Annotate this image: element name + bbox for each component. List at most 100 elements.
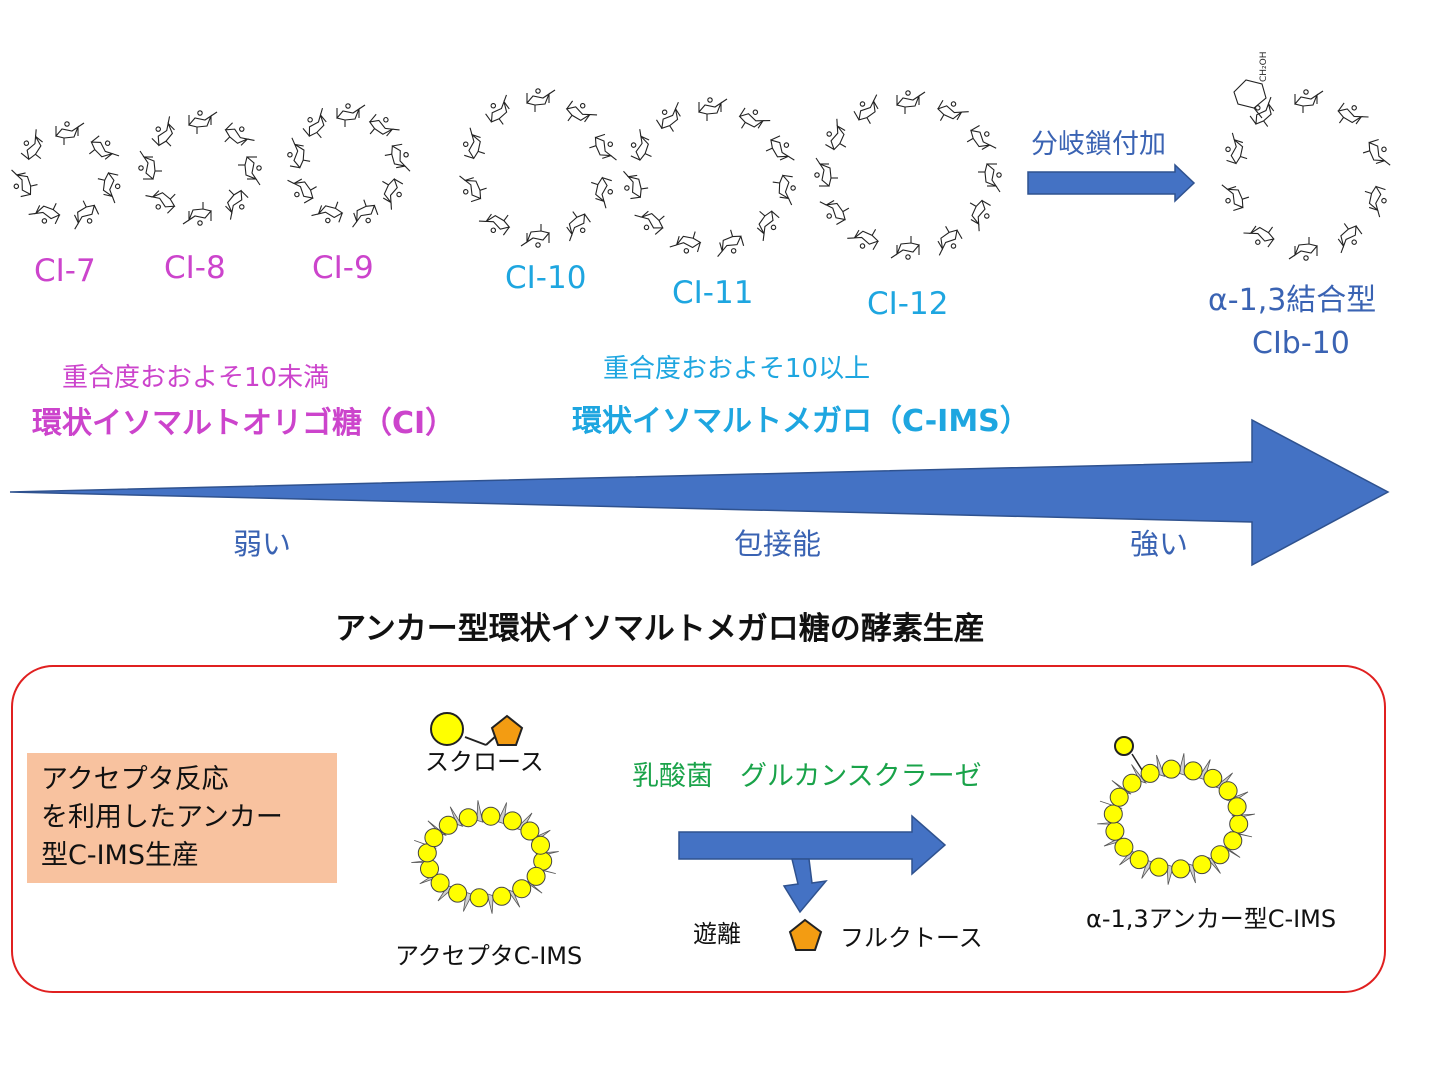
enzyme-reaction-arrow	[678, 814, 947, 876]
branch-arrow	[1027, 163, 1196, 203]
ci-group-subtitle: 重合度おおよそ10未満	[62, 363, 330, 393]
glucose-residue	[138, 150, 162, 180]
glucose-bead	[430, 873, 450, 893]
glucose-residue	[698, 97, 728, 121]
glucose-bead	[1183, 761, 1203, 781]
glucose-residue	[188, 110, 218, 134]
glucose-residue	[966, 124, 997, 151]
glucose-bead	[531, 835, 550, 855]
glucose-residue	[55, 121, 85, 145]
glucose-residue	[485, 94, 510, 125]
glucose-residue	[89, 135, 120, 160]
ring-label-ci-9: CI-9	[312, 250, 374, 286]
glucose-residue	[819, 199, 850, 226]
glucose-residue	[1288, 237, 1318, 261]
glucose-bead	[526, 866, 546, 886]
method-note-line-1: アクセプタ反応	[41, 764, 229, 795]
glucose-bead	[502, 811, 522, 831]
ring-ci-7-structure	[11, 121, 121, 230]
glucose-residue	[20, 129, 43, 161]
glucose-residue	[591, 176, 614, 209]
linkage-spike	[476, 800, 484, 823]
glucose-residue	[238, 156, 262, 186]
inclusion-scale-arrow	[9, 418, 1390, 567]
glucose-bead	[1210, 845, 1230, 865]
anchor-cims-ring-icon	[1097, 736, 1255, 885]
acceptor-cims-ring-icon	[411, 800, 559, 914]
section-heading: アンカー型環状イソマルトメガロ糖の酵素生産	[335, 611, 985, 647]
glucose-residue	[1249, 96, 1275, 127]
linkage-spike	[449, 806, 464, 828]
glucose-residue	[565, 100, 598, 123]
glucose-residue	[630, 129, 652, 162]
scale-strong-label: 強い	[1130, 527, 1189, 561]
glucose-residue	[224, 122, 255, 146]
method-note-line-3: 型C-IMS生産	[41, 840, 199, 871]
glucose-residue	[97, 171, 121, 204]
glucose-residue	[11, 169, 38, 198]
release-label: 遊離	[693, 920, 741, 948]
branched-ring-label-line2: CIb-10	[1252, 326, 1350, 361]
glucose-residue	[623, 170, 649, 200]
glucose-bead	[448, 883, 468, 903]
glucose-bead	[481, 806, 501, 826]
glucose-residue	[969, 199, 991, 232]
ring-ci-12-structure	[814, 90, 1002, 260]
ring-cib-10-structure: CH₂OH	[1221, 51, 1391, 261]
glucose-residue	[336, 103, 366, 127]
production-panel	[11, 665, 1386, 993]
glucose-residue	[520, 224, 550, 248]
glucose-residue	[853, 94, 879, 124]
glucose-bead	[1140, 763, 1160, 783]
glucose-residue	[937, 226, 963, 256]
glucose-residue	[1221, 184, 1250, 212]
glucose-bead	[1103, 804, 1123, 824]
glucose-bead	[458, 808, 478, 828]
method-note-line-2: を利用したアンカー	[41, 802, 283, 833]
glucose-residue	[384, 143, 411, 172]
glucose-residue	[478, 213, 511, 236]
method-note: アクセプタ反応 を利用したアンカー 型C-IMS生産	[27, 753, 337, 883]
glucose-residue	[772, 174, 796, 206]
glucose-residue	[1243, 225, 1275, 248]
glucose-residue	[287, 137, 311, 169]
glucose-bead	[1192, 855, 1212, 875]
branched-substituent-label: CH₂OH	[1259, 51, 1269, 82]
ring-label-ci-7: CI-7	[34, 253, 96, 289]
glucose-residue	[526, 88, 556, 112]
glucose-residue	[765, 135, 795, 161]
acceptor-label: アクセプタC-IMS	[395, 942, 583, 970]
scale-axis-label: 包接能	[734, 527, 822, 561]
glucose-residue	[225, 189, 249, 220]
ring-label-ci-12: CI-12	[867, 286, 949, 322]
glucose-residue	[459, 175, 487, 203]
sucrose-label: スクロース	[425, 748, 544, 776]
glucose-residue	[145, 190, 176, 214]
glucose-bead	[1129, 850, 1149, 870]
anchor-glucose-icon	[1114, 736, 1134, 756]
glucose-bead	[492, 886, 512, 906]
glucose-bead	[438, 815, 458, 835]
glucose-bead	[1109, 787, 1129, 807]
glucose-bead	[1218, 781, 1238, 801]
glucose-residue	[1364, 185, 1387, 218]
glucose-residue	[936, 99, 969, 121]
linkage-spike	[1204, 856, 1221, 874]
scale-weak-label: 弱い	[233, 527, 292, 561]
linkage-spike	[1111, 780, 1132, 795]
glucose-unit-icon	[430, 712, 464, 746]
glucose-residue	[896, 90, 926, 114]
glucose-residue	[655, 101, 681, 132]
glucose-residue	[738, 107, 771, 129]
glucose-bead	[1223, 831, 1243, 851]
branched-ring-label-line1: α-1,3結合型	[1208, 283, 1377, 318]
glucose-residue	[566, 211, 591, 242]
cims-group-subtitle: 重合度おおよそ10以上	[603, 354, 871, 384]
glucose-residue	[1225, 132, 1248, 165]
ci-group-title: 環状イソマルトオリゴ糖（CI）	[32, 406, 456, 441]
sucrose-icon	[430, 712, 524, 746]
product-label: α-1,3アンカー型C-IMS	[1086, 905, 1337, 933]
glucose-bead	[1149, 857, 1169, 877]
glucose-residue	[890, 236, 920, 260]
